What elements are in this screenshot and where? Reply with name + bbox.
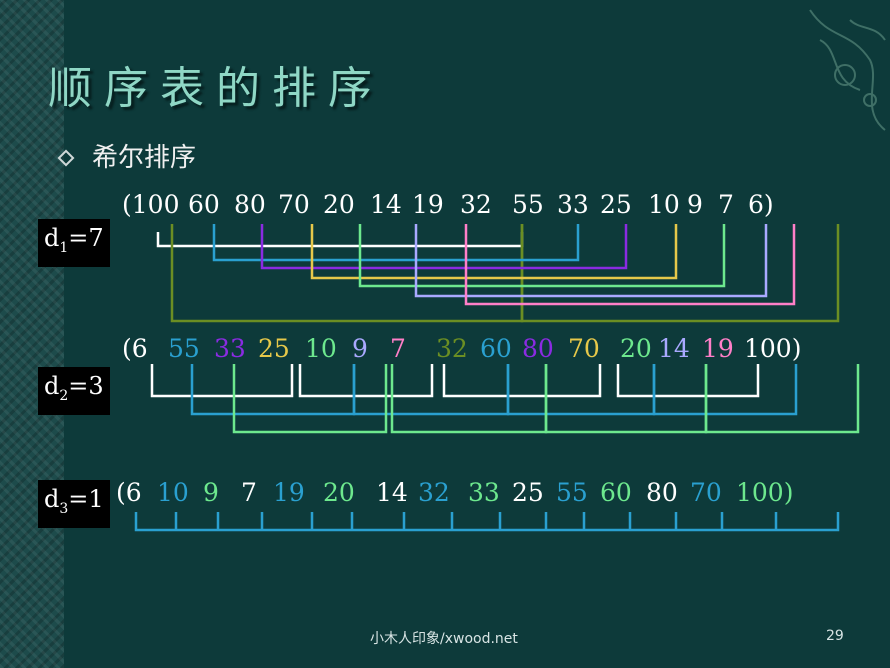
row3-value: 80 xyxy=(646,478,678,507)
row3-value: 55 xyxy=(556,478,588,507)
row2-value: 60 xyxy=(480,334,512,363)
group-bracket xyxy=(652,364,798,416)
row1-value: 19 xyxy=(412,190,444,219)
row2-value: 7 xyxy=(390,334,406,363)
row2-value: 19 xyxy=(702,334,734,363)
row1-value: 10 xyxy=(648,190,680,219)
row1-value: 33 xyxy=(557,190,589,219)
row2-value: (6 xyxy=(122,334,148,363)
row1-value: 20 xyxy=(323,190,355,219)
group-bracket xyxy=(520,224,840,323)
group-bracket xyxy=(190,364,356,416)
group-bracket xyxy=(156,232,524,248)
group-bracket xyxy=(506,364,656,416)
row1-value: 14 xyxy=(370,190,402,219)
group-bracket xyxy=(358,224,726,288)
slide-subtitle: 希尔排序 xyxy=(92,143,197,173)
row1-value: 7 xyxy=(718,190,734,219)
group-bracket xyxy=(390,364,548,434)
row3-value: 9 xyxy=(203,478,219,507)
row3-value: 10 xyxy=(157,478,189,507)
row3-value: 32 xyxy=(418,478,450,507)
step-label-d2: d2=3 xyxy=(38,367,110,415)
row1-value: 6) xyxy=(748,190,774,219)
row3-value: 60 xyxy=(600,478,632,507)
row2-value: 10 xyxy=(305,334,337,363)
footer-credit: 小木人印象/xwood.net xyxy=(370,631,518,647)
final-bracket xyxy=(134,512,840,532)
row3-value: 14 xyxy=(376,478,408,507)
page-number: 29 xyxy=(826,628,844,644)
row3-value: 7 xyxy=(241,478,257,507)
row2-value: 25 xyxy=(258,334,290,363)
group-bracket xyxy=(260,224,628,270)
row1-value: (100 xyxy=(122,190,180,219)
step-label-d1: d1=7 xyxy=(38,219,110,267)
row3-value: (6 xyxy=(116,478,142,507)
row3-value: 100) xyxy=(736,478,794,507)
row3-value: 33 xyxy=(468,478,500,507)
group-bracket xyxy=(150,364,294,398)
group-bracket xyxy=(298,364,434,398)
row1-value: 9 xyxy=(687,190,703,219)
row2-value: 32 xyxy=(436,334,468,363)
row2-value: 55 xyxy=(168,334,200,363)
row3-value: 25 xyxy=(512,478,544,507)
row3-value: 20 xyxy=(323,478,355,507)
row1-value: 60 xyxy=(188,190,220,219)
row1-value: 32 xyxy=(460,190,492,219)
row3-value: 70 xyxy=(690,478,722,507)
group-bracket xyxy=(310,224,678,280)
row2-value: 100) xyxy=(744,334,802,363)
slide-title: 顺序表的排序 xyxy=(48,63,384,114)
row2-value: 20 xyxy=(620,334,652,363)
decorative-stripe xyxy=(0,0,64,668)
row2-value: 33 xyxy=(214,334,246,363)
row2-value: 14 xyxy=(658,334,690,363)
row3-value: 19 xyxy=(273,478,305,507)
group-bracket xyxy=(414,224,768,298)
group-bracket xyxy=(544,364,708,434)
row1-value: 70 xyxy=(278,190,310,219)
floral-ornament-icon xyxy=(809,9,886,131)
row1-value: 80 xyxy=(234,190,266,219)
step-label-d3: d3=1 xyxy=(38,480,110,528)
row2-value: 70 xyxy=(568,334,600,363)
group-bracket xyxy=(170,224,524,323)
group-bracket xyxy=(232,364,388,434)
group-bracket xyxy=(464,224,796,306)
row2-value: 80 xyxy=(522,334,554,363)
row1-value: 25 xyxy=(600,190,632,219)
row2-value: 9 xyxy=(352,334,368,363)
group-bracket xyxy=(442,364,602,398)
row1-value: 55 xyxy=(512,190,544,219)
group-bracket xyxy=(704,364,860,434)
group-bracket xyxy=(616,364,760,398)
group-bracket xyxy=(212,224,580,262)
